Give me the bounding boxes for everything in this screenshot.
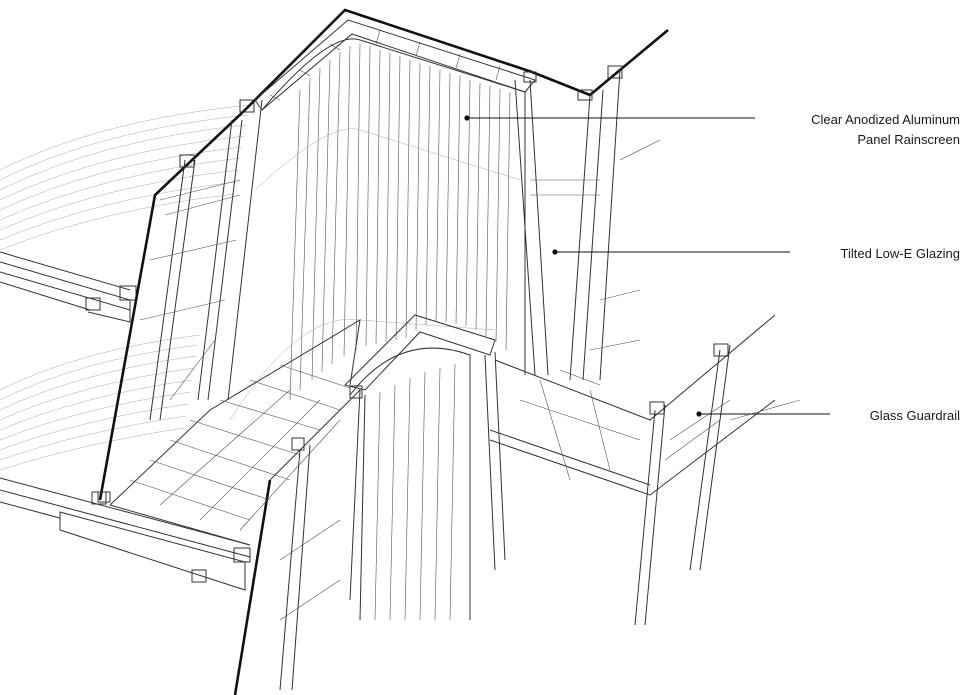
glass-guardrail: [489, 314, 801, 626]
callout-rainscreen: Clear Anodized Aluminum Panel Rainscreen: [464, 112, 960, 147]
callout-guardrail-line-1: Glass Guardrail: [870, 408, 960, 423]
front-left-guardrail: [269, 385, 363, 691]
tilted-glazing: [514, 65, 661, 381]
callout-rainscreen-line-2: Panel Rainscreen: [857, 132, 960, 147]
rainscreen-panel: [229, 38, 526, 421]
front-column: [344, 314, 506, 621]
left-mullions: [97, 99, 263, 503]
callout-glazing: Tilted Low-E Glazing: [552, 246, 960, 261]
facade-outline: [98, 8, 669, 695]
callout-guardrail: Glass Guardrail: [696, 408, 960, 423]
callout-rainscreen-line-1: Clear Anodized Aluminum: [811, 112, 960, 127]
lower-slab: [0, 477, 251, 591]
upper-slab: [0, 251, 137, 323]
lower-floor-hatch: [0, 334, 201, 471]
callout-glazing-line-1: Tilted Low-E Glazing: [841, 246, 960, 261]
floor-tiles: [109, 319, 361, 546]
upper-floor-hatch: [0, 104, 251, 251]
